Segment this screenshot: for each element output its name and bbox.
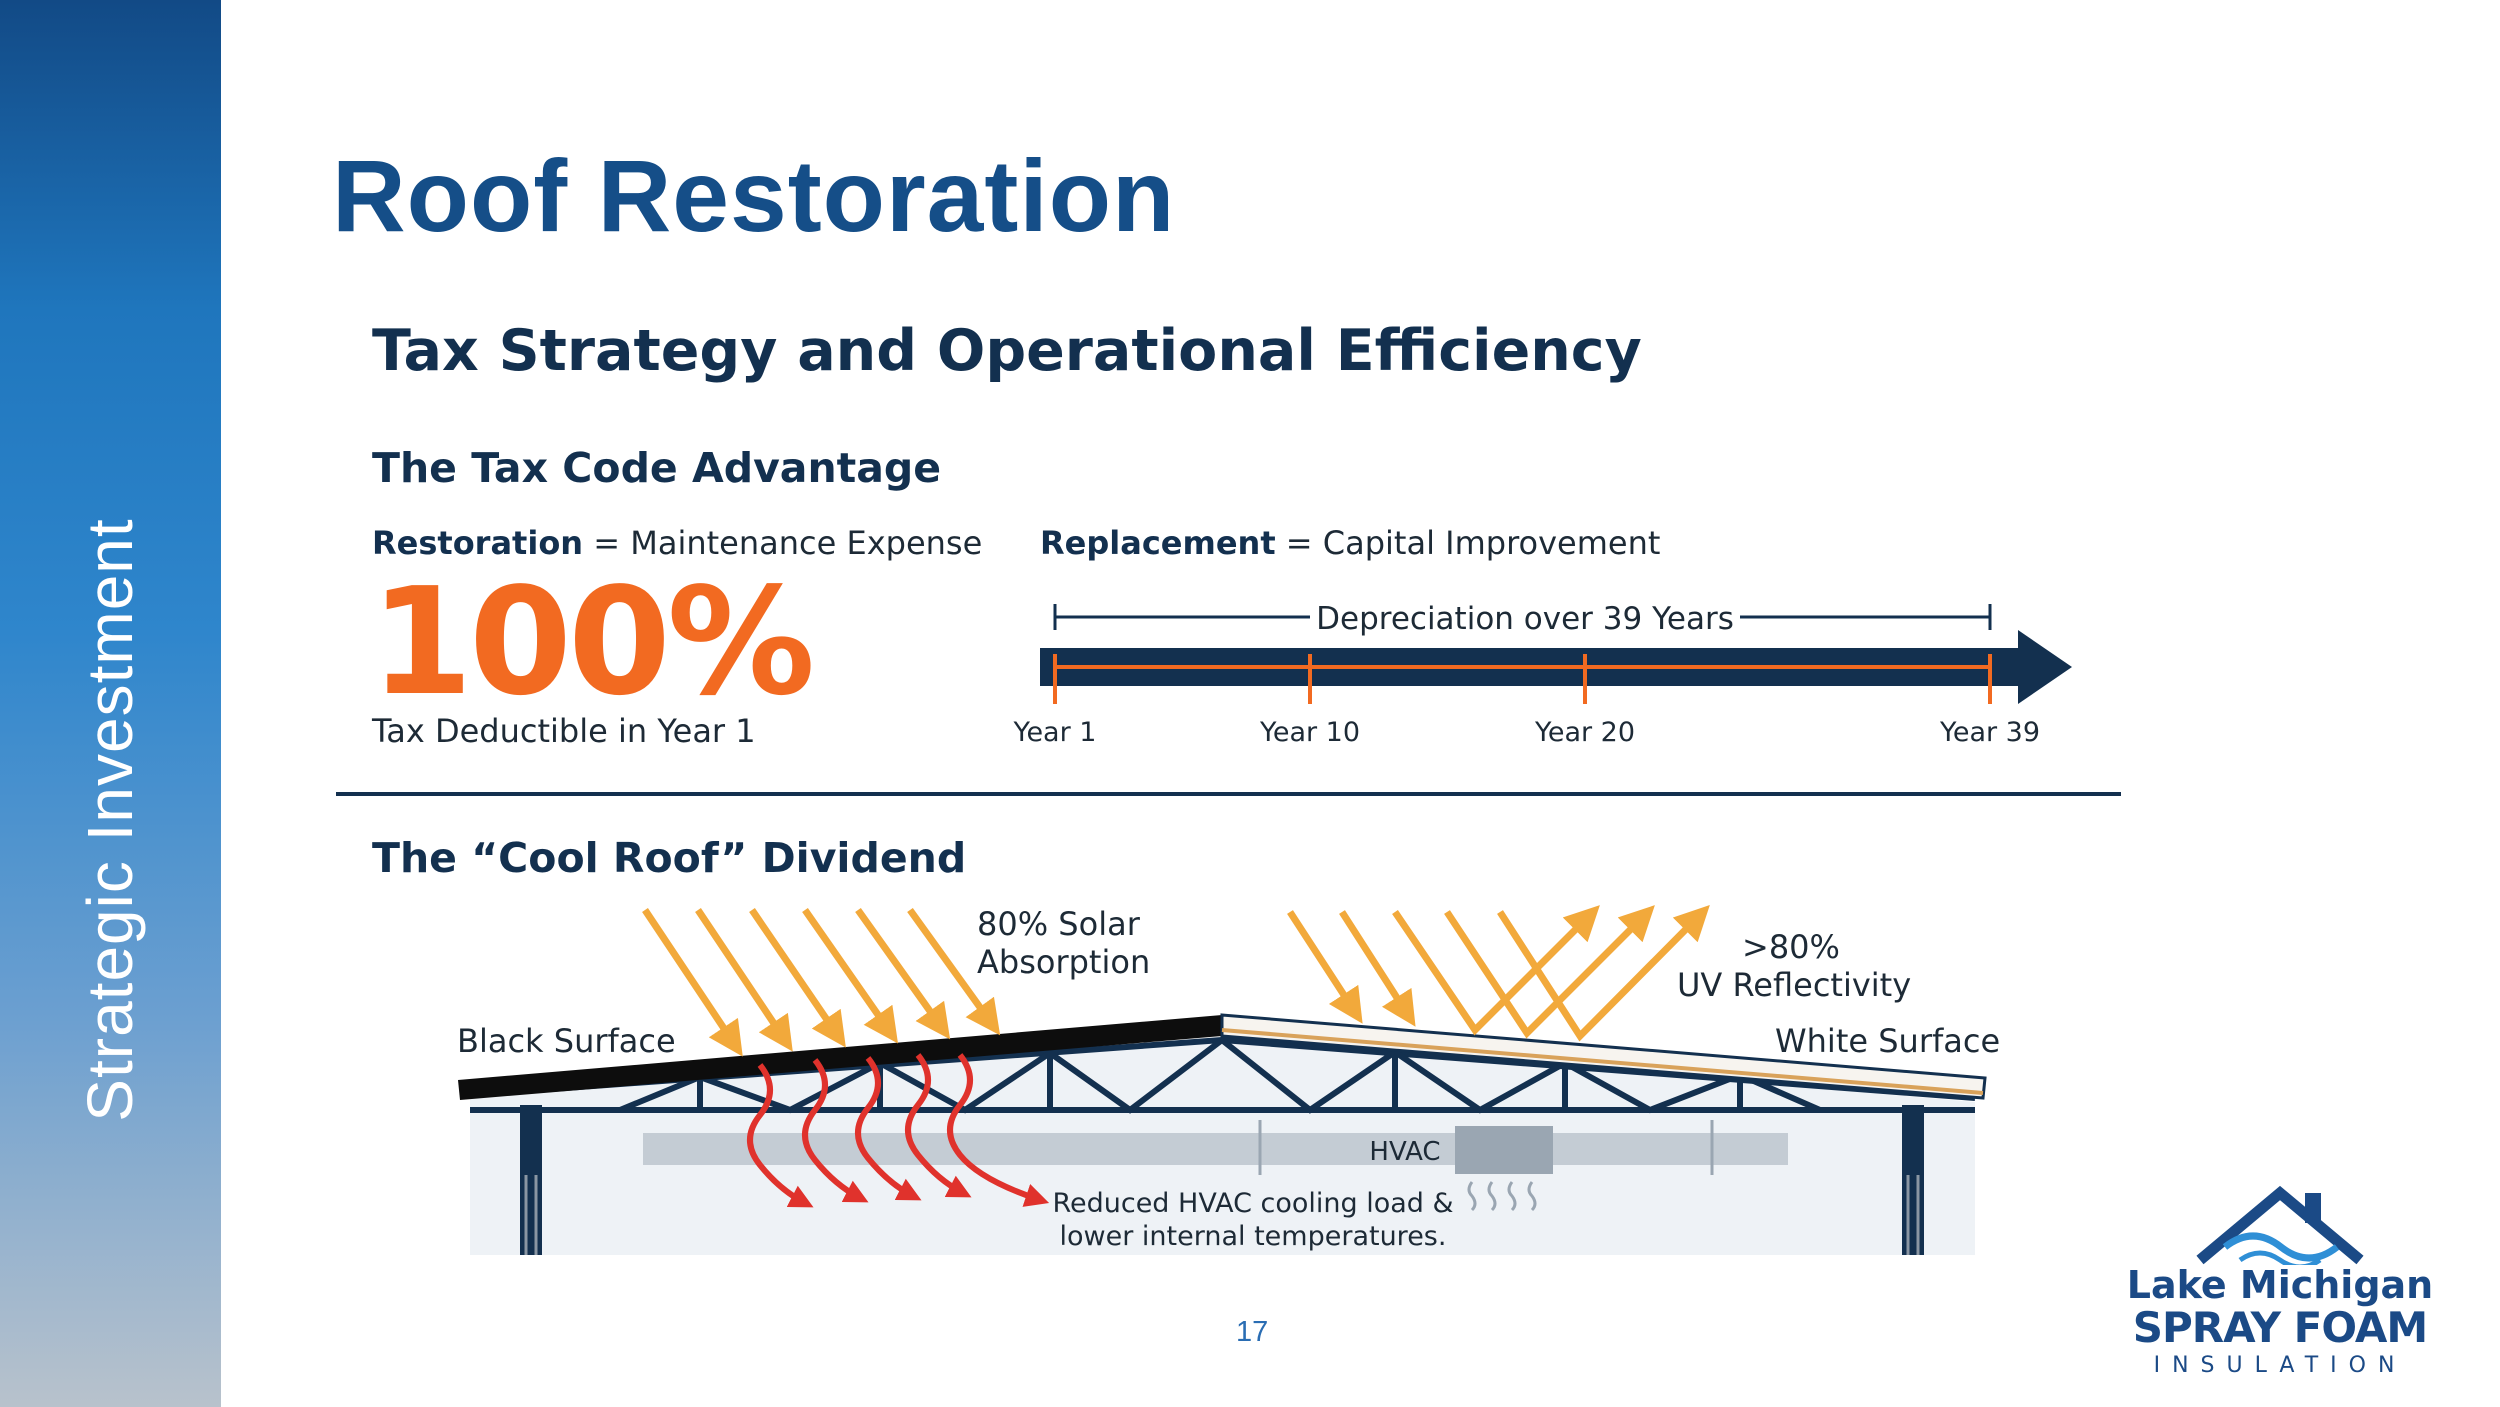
cool-roof-heading: The “Cool Roof” Dividend: [372, 834, 967, 882]
black-surface-label: Black Surface: [457, 1022, 676, 1060]
absorption-label-line2: Absorption: [977, 943, 1150, 981]
timeline-tick-year-20: Year 20: [1534, 717, 1635, 748]
slide-title: Roof Restoration: [332, 139, 1176, 253]
slide-heading: Tax Strategy and Operational Efficiency: [372, 318, 1642, 384]
page-number: 17: [1236, 1316, 1269, 1348]
reflected-sun-rays: [1287, 905, 1710, 1042]
logo-text-line3: INSULATION: [2153, 1353, 2407, 1378]
depreciation-span: [1053, 604, 1992, 630]
reflectivity-label-line2: UV Reflectivity: [1677, 966, 1911, 1004]
reflectivity-label-line1: >80%: [1742, 928, 1840, 966]
black-roof-surface: [458, 1015, 1222, 1100]
benefit-label-line1: Reduced HVAC cooling load &: [1052, 1188, 1453, 1219]
white-surface-label: White Surface: [1775, 1022, 2000, 1060]
deduction-percent: 100%: [370, 556, 815, 728]
hvac-duct: [643, 1120, 1788, 1175]
replacement-equals: = Capital Improvement: [1275, 524, 1661, 562]
absorbed-sun-rays: [642, 907, 1001, 1057]
replacement-equation: Replacement = Capital Improvement: [1040, 524, 1660, 562]
white-roof-edge: [1221, 1028, 1984, 1095]
depreciation-label: Depreciation over 39 Years: [1316, 601, 1734, 637]
timeline-tick-year-10: Year 10: [1259, 717, 1360, 748]
hvac-label: HVAC: [1369, 1137, 1440, 1167]
restoration-term: Restoration: [372, 524, 584, 562]
restoration-equation: Restoration = Maintenance Expense: [372, 524, 982, 562]
restoration-equals: = Maintenance Expense: [583, 524, 983, 562]
tax-section-heading: The Tax Code Advantage: [372, 444, 942, 492]
hvac-airflow-icon: [1467, 1181, 1537, 1212]
depreciation-timeline-bar: [1040, 630, 2072, 704]
benefit-label-line2: lower internal temperatures.: [1060, 1221, 1447, 1252]
company-logo: Lake Michigan SPRAY FOAM INSULATION: [2115, 1185, 2445, 1380]
logo-text-line1: Lake Michigan: [2126, 1263, 2434, 1307]
absorption-label-line1: 80% Solar: [977, 905, 1141, 943]
replacement-term: Replacement: [1040, 524, 1276, 562]
heat-waves: [747, 1053, 1050, 1208]
section-divider: [336, 792, 2121, 796]
deduction-caption: Tax Deductible in Year 1: [372, 712, 756, 750]
logo-text-line2: SPRAY FOAM: [2132, 1303, 2428, 1352]
house-wave-icon: [2196, 1185, 2364, 1265]
sidebar: Strategic Investment: [0, 0, 221, 1407]
timeline-tick-year-39: Year 39: [1939, 717, 2040, 748]
timeline-tick-year-1: Year 1: [1013, 717, 1097, 748]
